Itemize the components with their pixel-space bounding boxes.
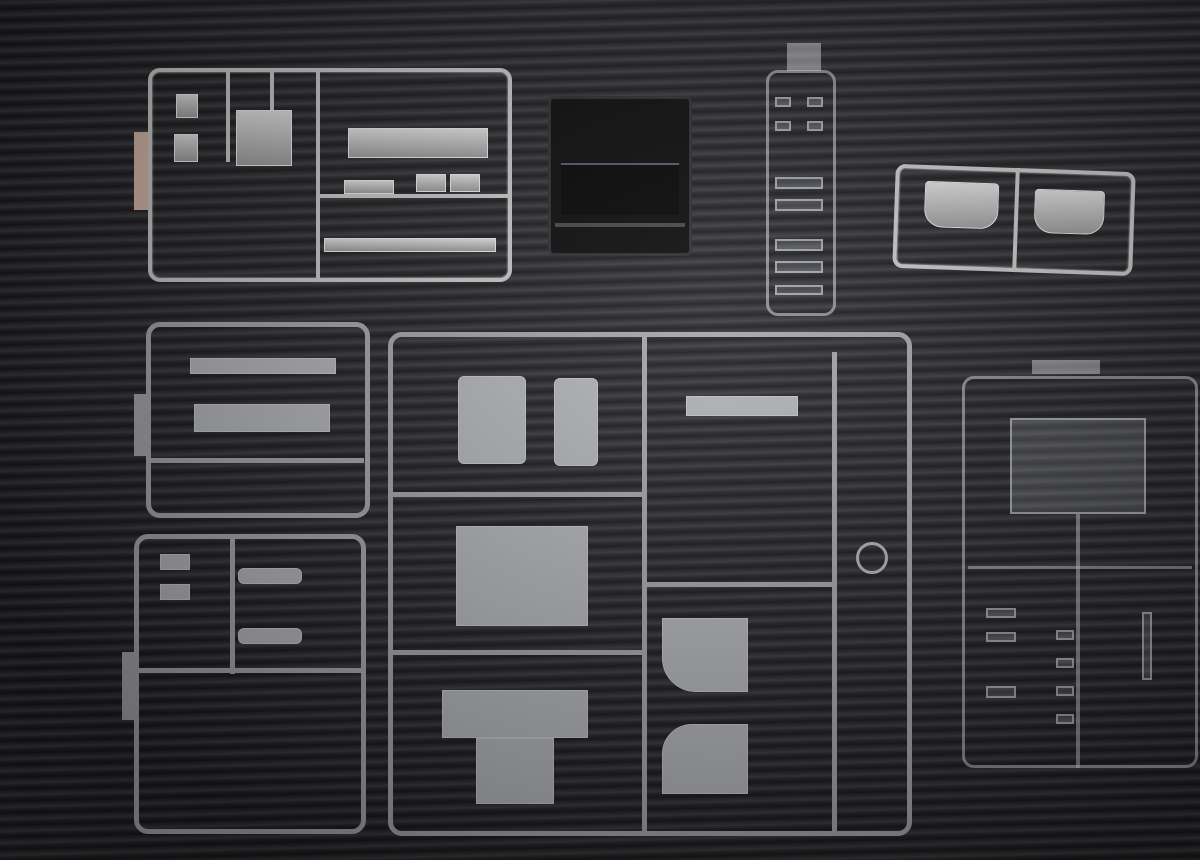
clear-lens-part	[1056, 658, 1074, 668]
grey-door-panel-part	[662, 618, 748, 692]
grey-door-panel-part	[662, 724, 748, 794]
chrome-grille-part	[348, 128, 488, 158]
sprue-tag	[134, 132, 148, 210]
chrome-panel-part	[1033, 188, 1106, 236]
chrome-bracket-part	[174, 134, 198, 162]
grey-floor-panel-part	[476, 738, 554, 804]
chrome-bumper-part	[324, 238, 496, 252]
grey-panel-part	[194, 404, 330, 432]
chrome-frame-part	[236, 110, 292, 166]
steering-wheel-part	[856, 542, 888, 574]
grey-floor-panel-part	[442, 690, 588, 738]
grey-frame-part	[238, 628, 302, 644]
chrome-panel-part	[923, 180, 1000, 230]
clear-lens-part	[986, 686, 1016, 698]
chrome-sprue	[134, 68, 512, 282]
chrome-lamp-part	[450, 174, 480, 192]
grey-floor-panel-part	[456, 526, 588, 626]
clear-lens-part	[986, 632, 1016, 642]
photo-caption: Plastic scale model car kit sprues laid …	[0, 0, 1, 1]
grey-bracket-part	[160, 584, 190, 600]
clear-rod-part	[1142, 612, 1152, 680]
clear-lens-part	[1056, 686, 1074, 696]
clear-lens-sprue	[766, 43, 836, 316]
chrome-lamp-part	[344, 180, 394, 194]
grey-sprue-left	[122, 322, 370, 834]
clear-sprue-right	[962, 360, 1198, 768]
sprue-tag	[1032, 360, 1100, 374]
grey-seat-part	[554, 378, 598, 466]
clear-lens-part	[1056, 630, 1074, 640]
grey-bracket-part	[160, 554, 190, 570]
chrome-lamp-part	[416, 174, 446, 192]
windshield-part	[1010, 418, 1146, 514]
grey-sprue-center	[388, 332, 912, 836]
grey-frame-part	[238, 568, 302, 584]
black-body-part	[548, 96, 692, 256]
chrome-small-sprue	[892, 163, 1136, 277]
grey-seat-part	[458, 376, 526, 464]
clear-lens-part	[1056, 714, 1074, 724]
clear-lens-part	[986, 608, 1016, 618]
grey-dash-part	[686, 396, 798, 416]
chrome-bracket-part	[176, 94, 198, 118]
grey-dashboard-part	[190, 358, 336, 374]
